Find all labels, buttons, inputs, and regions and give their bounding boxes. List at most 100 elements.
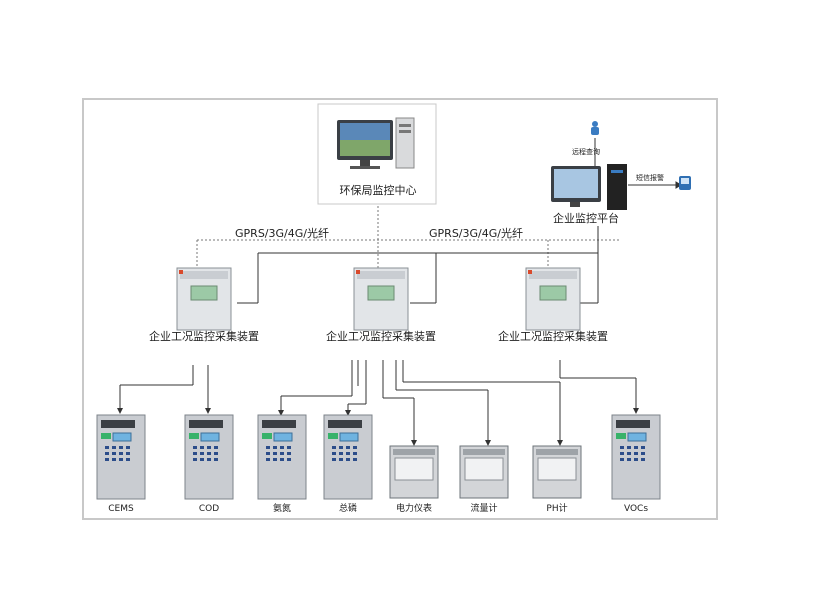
device-4: 总磷 — [323, 414, 373, 514]
bureau-monitor-base — [350, 166, 380, 169]
device-key — [126, 458, 130, 461]
device-key — [266, 446, 270, 449]
person-head — [592, 121, 598, 127]
device-key — [620, 446, 624, 449]
device-led — [616, 433, 626, 439]
device-screen — [339, 432, 359, 442]
device-label: PH计 — [546, 502, 567, 514]
collector-top-band — [529, 271, 577, 279]
collector-display — [539, 285, 567, 301]
device-key — [207, 446, 211, 449]
device-key — [119, 446, 123, 449]
sms-arrow — [675, 181, 682, 189]
device-key — [620, 458, 624, 461]
device-key — [339, 452, 343, 455]
device-box-lid — [463, 449, 505, 455]
device-top-panel — [328, 420, 362, 428]
bureau-tower-slot — [399, 124, 411, 127]
device-key — [641, 452, 645, 455]
device-key — [627, 458, 631, 461]
enterprise-platform: 远程查询 短信报警 企业监控平台 — [551, 121, 691, 225]
phone-screen — [681, 178, 689, 184]
arrow-cod — [205, 408, 211, 414]
device-key — [200, 458, 204, 461]
device-box-window — [394, 457, 434, 481]
device-key — [214, 446, 218, 449]
platform-tower-led — [611, 170, 623, 173]
device-box-lid — [393, 449, 435, 455]
device-key — [214, 452, 218, 455]
device-key — [346, 446, 350, 449]
device-screen — [112, 432, 132, 442]
device-label: CEMS — [108, 504, 134, 514]
device-box-lid — [536, 449, 578, 455]
bureau-monitor-stand — [360, 160, 370, 166]
device-key — [620, 452, 624, 455]
network-label-left: GPRS/3G/4G/光纤 — [235, 226, 329, 240]
device-1: CEMS — [96, 414, 146, 514]
device-key — [214, 458, 218, 461]
device-key — [112, 458, 116, 461]
device-key — [346, 458, 350, 461]
device-top-panel — [101, 420, 135, 428]
device-key — [273, 452, 277, 455]
collector-label: 企业工况监控采集装置 — [326, 329, 436, 343]
device-key — [105, 458, 109, 461]
device-top-panel — [189, 420, 223, 428]
platform-label: 企业监控平台 — [553, 211, 619, 225]
query-label: 远程查询 — [572, 147, 600, 156]
device-key — [266, 458, 270, 461]
device-key — [353, 452, 357, 455]
device-key — [627, 446, 631, 449]
collector-label: 企业工况监控采集装置 — [149, 329, 259, 343]
device-led — [101, 433, 111, 439]
device-key — [353, 458, 357, 461]
person-body — [591, 127, 599, 135]
diagram-frame — [82, 98, 718, 520]
device-key — [193, 446, 197, 449]
bureau-monitor-land — [340, 140, 390, 156]
network-label-right: GPRS/3G/4G/光纤 — [429, 226, 523, 240]
device-key — [273, 458, 277, 461]
device-key — [207, 458, 211, 461]
arrow-vocs — [633, 408, 639, 414]
device-key — [634, 458, 638, 461]
collector-top-band — [357, 271, 405, 279]
device-led — [262, 433, 272, 439]
device-key — [126, 452, 130, 455]
device-key — [332, 452, 336, 455]
device-5: 电力仪表 — [389, 445, 439, 514]
device-key — [126, 446, 130, 449]
device-2: COD — [184, 414, 234, 514]
device-label: COD — [199, 504, 219, 514]
device-key — [266, 452, 270, 455]
platform-tower-icon — [607, 164, 627, 210]
device-key — [105, 446, 109, 449]
arrow-power — [411, 440, 417, 446]
device-key — [105, 452, 109, 455]
collector-led — [356, 270, 360, 274]
device-key — [627, 452, 631, 455]
arrow-flow — [485, 440, 491, 446]
collector-2: 企业工况监控采集装置 — [326, 267, 436, 343]
device-label: 流量计 — [470, 502, 497, 514]
device-key — [280, 446, 284, 449]
device-key — [634, 446, 638, 449]
device-key — [273, 446, 277, 449]
device-key — [353, 446, 357, 449]
device-6: 流量计 — [459, 445, 509, 514]
arrowheads — [117, 408, 639, 446]
device-key — [332, 446, 336, 449]
device-key — [641, 458, 645, 461]
bureau-monitoring-center: 环保局监控中心 — [317, 103, 437, 205]
device-cabinet-icon — [257, 414, 307, 500]
device-label: 总磷 — [339, 502, 357, 514]
arrow-ph — [557, 440, 563, 446]
connection-lines — [119, 138, 682, 444]
query-person-icon — [591, 121, 599, 135]
device-key — [634, 452, 638, 455]
device-key — [119, 458, 123, 461]
device-led — [189, 433, 199, 439]
bureau-label: 环保局监控中心 — [340, 183, 417, 197]
